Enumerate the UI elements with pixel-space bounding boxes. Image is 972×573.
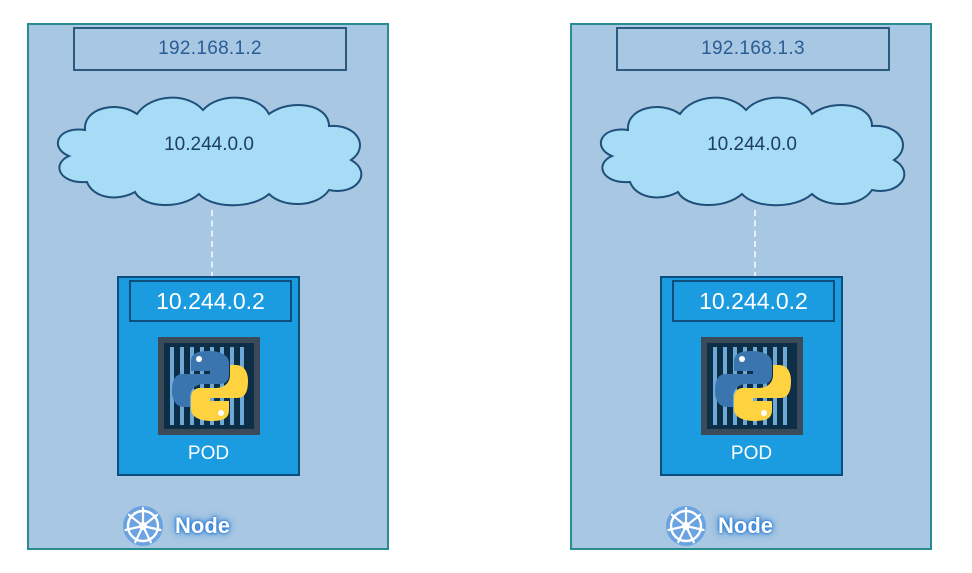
pod-network-cloud: 10.244.0.0	[590, 90, 914, 210]
pod-ip-label: 10.244.0.2	[672, 280, 835, 322]
python-icon	[158, 337, 260, 435]
node-label: Node	[718, 513, 773, 538]
cloud-icon	[57, 96, 363, 207]
network-link-line	[754, 210, 756, 278]
node-footer: Node	[664, 504, 773, 548]
kubernetes-icon	[123, 506, 163, 546]
node-label: Node	[175, 513, 230, 538]
node-host-ip: 192.168.1.2	[73, 27, 347, 71]
pod-network-cloud: 10.244.0.0	[47, 90, 371, 210]
node-footer: Node	[121, 504, 230, 548]
network-link-line	[211, 210, 213, 278]
python-icon	[701, 337, 803, 435]
pod-label: POD	[187, 443, 230, 464]
node-host-ip: 192.168.1.3	[616, 27, 890, 71]
pod-box: 10.244.0.2 POD	[117, 276, 300, 476]
pod-ip-label: 10.244.0.2	[129, 280, 292, 322]
node-box: 192.168.1.2 10.244.0.0 10.244.0.2	[27, 23, 389, 550]
pod-box: 10.244.0.2 POD	[660, 276, 843, 476]
kubernetes-icon	[666, 506, 706, 546]
network-cidr-label: 10.244.0.0	[707, 134, 797, 155]
cloud-icon	[600, 96, 906, 207]
pod-label: POD	[730, 443, 773, 464]
network-cidr-label: 10.244.0.0	[164, 134, 254, 155]
node-box: 192.168.1.3 10.244.0.0 10.244.0.2	[570, 23, 932, 550]
